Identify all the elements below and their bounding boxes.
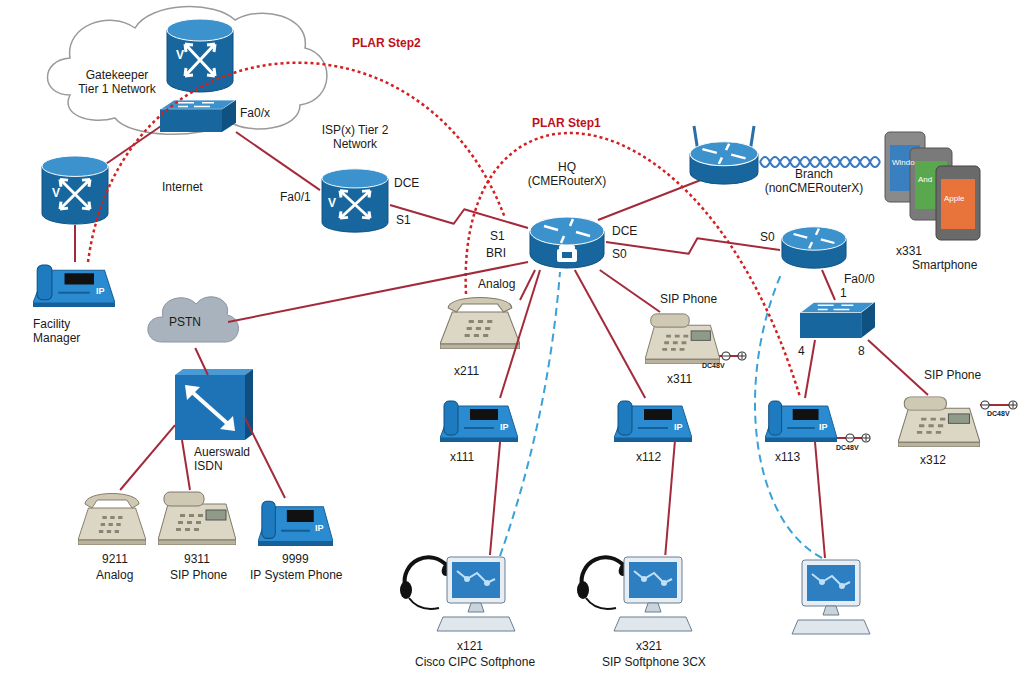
branch-router: Branch (nonCMERouterX): [780, 225, 848, 270]
device-sublabel: x311: [667, 372, 692, 386]
link-line: [182, 440, 190, 490]
screen-label: Apple: [944, 194, 964, 203]
device-sublabel: SIP Phone: [170, 568, 227, 582]
screen-label: Windo: [892, 158, 915, 167]
device-label: 9211: [102, 552, 128, 566]
analog-phone: 9211Analog: [78, 490, 146, 545]
phone-mark: IP: [96, 286, 105, 296]
device-label: x211: [454, 364, 479, 378]
interface-label: Fa0/0: [844, 272, 875, 286]
link-line: [490, 442, 500, 555]
softphone-pc: x321SIP Softphone 3CX: [612, 555, 694, 635]
link-line: [665, 442, 675, 555]
device-sublabel: x312: [920, 453, 946, 467]
link-line: [195, 348, 208, 375]
softphone-pc: x121Cisco CIPC Softphone: [435, 555, 517, 635]
device-label: x331: [896, 244, 922, 258]
port-number: 1: [840, 286, 847, 300]
device-label: Gatekeeper Tier 1 Network: [75, 68, 159, 96]
interface-label: S0: [612, 247, 627, 261]
device-label: HQ (CMERouterX): [525, 160, 609, 188]
screen-label: And: [918, 175, 932, 184]
interface-label: Fa0/1: [280, 190, 311, 204]
sip-phone: SIP Phonex311: [645, 312, 720, 364]
link-line: [245, 418, 285, 498]
link-line: [575, 270, 645, 398]
serial-link: [606, 238, 780, 254]
device-sublabel: Analog: [96, 568, 133, 582]
port-number: 4: [798, 344, 805, 358]
device-sublabel: Cisco CIPC Softphone: [415, 655, 535, 669]
device-label: SIP Phone: [924, 368, 981, 382]
interface-label: Fa0/x: [240, 106, 270, 120]
interface-label: BRI: [486, 246, 506, 260]
ip-phone: x111: [440, 398, 518, 442]
router-mark: V: [52, 186, 60, 200]
power-label: DC48V: [836, 444, 859, 452]
network-label: Internet: [162, 180, 203, 194]
device-label: 9999: [282, 552, 309, 566]
device-label: Facility Manager: [33, 317, 103, 345]
device-label: x121: [457, 639, 483, 653]
interface-label: S0: [760, 230, 775, 244]
device-label: x113: [775, 450, 800, 464]
phone-mark: IP: [500, 422, 509, 432]
device-label: x321: [636, 639, 662, 653]
router-mark: V: [328, 196, 336, 210]
interface-label: S1: [396, 213, 411, 227]
device-label: PSTN: [169, 315, 201, 329]
device-label: 9311: [184, 552, 210, 566]
device-sublabel: Smartphone: [912, 258, 977, 272]
router-mark: V: [176, 48, 184, 62]
pstn-cloud: PSTN: [150, 298, 228, 348]
port-type-label: Analog: [478, 277, 515, 291]
power-label: DC48V: [702, 362, 725, 370]
ip-phone: Facility Manager: [33, 262, 115, 307]
device-label: x112: [636, 450, 661, 464]
device-sublabel: IP System Phone: [250, 568, 343, 582]
cloud-network: Gatekeeper Tier 1 Network: [55, 2, 330, 132]
ip-phone: 9999IP System Phone: [258, 498, 333, 546]
cme-router: HQ (CMERouterX): [528, 215, 606, 270]
sip-phone: 9311SIP Phone: [158, 490, 236, 545]
device-label: SIP Phone: [660, 292, 717, 306]
phone-mark: IP: [315, 523, 324, 533]
phone-mark: IP: [819, 422, 828, 432]
interface-label: S1: [490, 229, 505, 243]
interface-label: DCE: [612, 224, 637, 238]
link-line: [228, 262, 528, 322]
step-label: PLAR Step2: [352, 36, 421, 50]
interface-label: DCE: [394, 176, 419, 190]
sip-phone: SIP Phonex312: [898, 395, 980, 447]
ip-phone: x112: [614, 398, 692, 442]
device-label: ISP(x) Tier 2 Network: [312, 123, 398, 151]
phone-mark: IP: [674, 422, 683, 432]
smartphones: x331Smartphone: [882, 130, 982, 242]
isdn-switch: Auerswald ISDN: [175, 375, 245, 440]
link-line: [600, 270, 660, 312]
device-label: x111: [450, 450, 474, 464]
device-label: Auerswald ISDN: [194, 445, 260, 473]
link-line: [236, 132, 320, 190]
device-sublabel: SIP Softphone 3CX: [602, 655, 706, 669]
step-label: PLAR Step1: [532, 116, 601, 130]
link-line: [120, 425, 175, 490]
analog-phone: x211: [440, 294, 520, 349]
serial-link: [390, 205, 528, 228]
device-label: Branch (nonCMERouterX): [762, 167, 866, 195]
ip-phone: x113: [765, 398, 837, 442]
port-number: 8: [858, 344, 865, 358]
power-label: DC48V: [987, 410, 1010, 418]
